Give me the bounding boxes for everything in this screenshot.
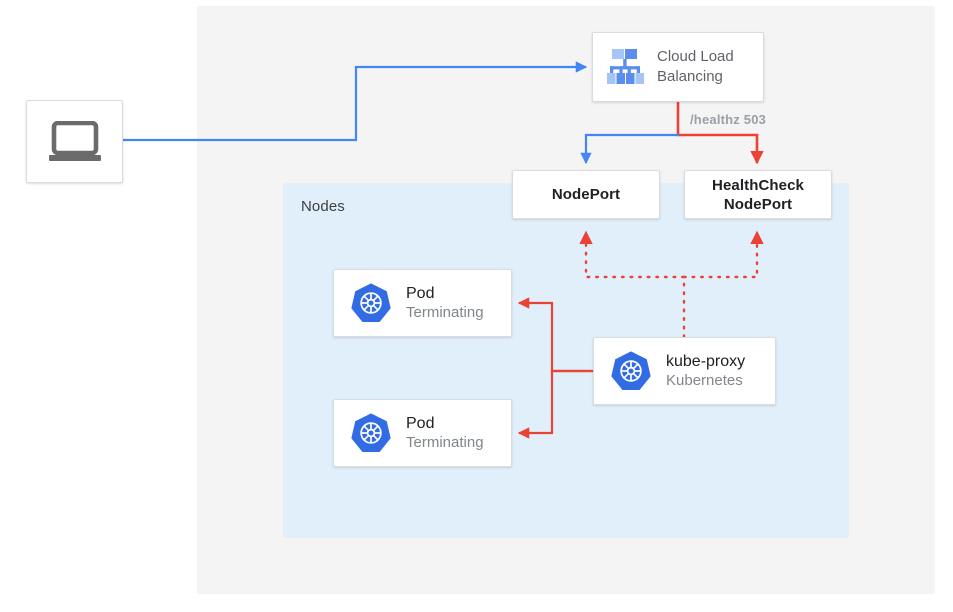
healthcheck-nodeport-line2: NodePort: [723, 195, 793, 213]
nodeport-card[interactable]: NodePort: [512, 170, 660, 219]
cloud-load-balancing-icon: [607, 49, 644, 84]
pod-top-labels: Pod Terminating: [406, 285, 484, 322]
nodeport-label: NodePort: [551, 186, 621, 203]
kube-proxy-card[interactable]: kube-proxy Kubernetes: [593, 337, 776, 405]
kubernetes-icon: [351, 413, 391, 453]
healthcheck-nodeport-line1: HealthCheck: [712, 176, 804, 194]
kubernetes-icon: [351, 283, 391, 323]
pod-bottom-status: Terminating: [406, 433, 484, 451]
client-host-card[interactable]: [26, 100, 123, 183]
cloud-load-balancing-line1: Cloud Load: [657, 48, 734, 65]
cloud-load-balancing-card[interactable]: Cloud Load Balancing: [592, 32, 764, 102]
kube-proxy-subtitle: Kubernetes: [666, 371, 743, 389]
laptop-icon: [48, 120, 101, 161]
pod-card-top[interactable]: Pod Terminating: [333, 269, 512, 337]
pod-top-title: Pod: [406, 284, 435, 302]
kube-proxy-title: kube-proxy: [666, 352, 746, 370]
pod-bottom-title: Pod: [406, 414, 435, 432]
pod-bottom-labels: Pod Terminating: [406, 415, 484, 452]
nodes-panel-label: Nodes: [301, 198, 345, 215]
healthz-edge-label: /healthz 503: [690, 112, 767, 127]
cloud-load-balancing-line2: Balancing: [657, 68, 723, 85]
pod-card-bottom[interactable]: Pod Terminating: [333, 399, 512, 467]
healthcheck-nodeport-card[interactable]: HealthCheck NodePort: [684, 170, 832, 219]
kube-proxy-labels: kube-proxy Kubernetes: [666, 353, 745, 390]
kubernetes-icon: [611, 351, 651, 391]
healthcheck-nodeport-label: HealthCheck NodePort: [712, 176, 804, 214]
pod-top-status: Terminating: [406, 303, 484, 321]
cloud-load-balancing-label: Cloud Load Balancing: [657, 47, 734, 87]
